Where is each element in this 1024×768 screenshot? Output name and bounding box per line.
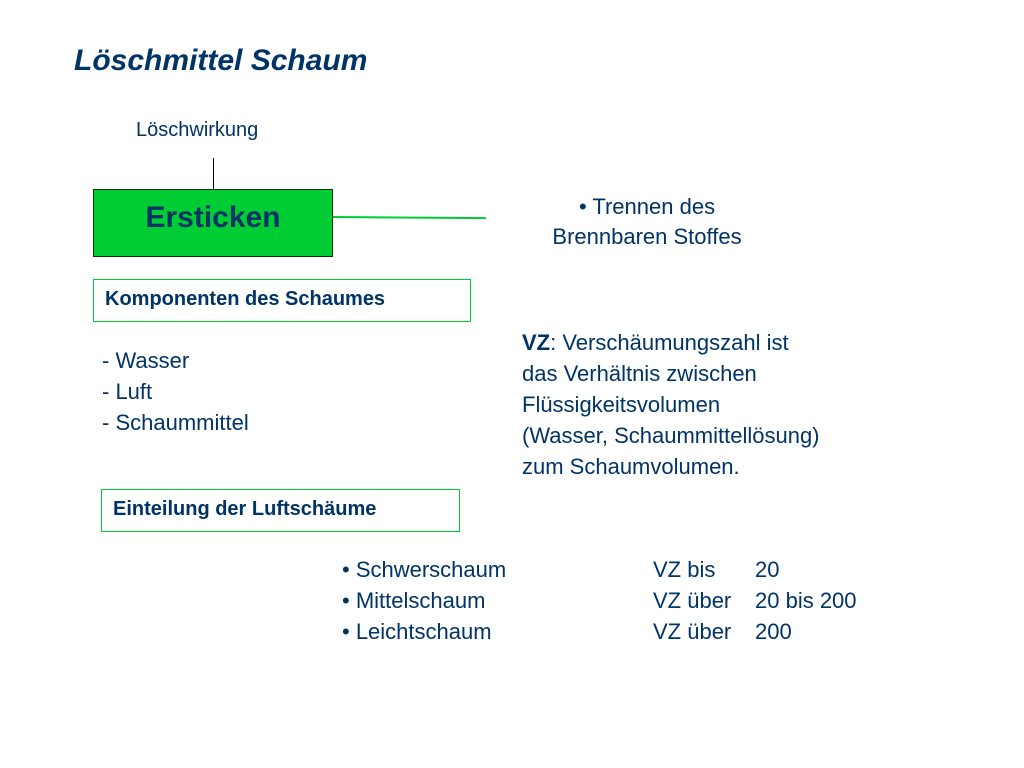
vz-definition: VZ: Verschäumungszahl ist das Verhältnis… — [522, 327, 820, 482]
vz-line-4: (Wasser, Schaummittellösung) — [522, 423, 820, 448]
table-row: • Mittelschaum VZ über 20 bis 200 — [342, 585, 857, 616]
foam-vz-value: 20 bis 200 — [755, 588, 857, 613]
classification-heading-box: Einteilung der Luftschäume — [101, 489, 460, 532]
table-row: • Leichtschaum VZ über 200 — [342, 616, 857, 647]
vz-line-5: zum Schaumvolumen. — [522, 454, 740, 479]
list-item: - Schaummittel — [102, 410, 249, 435]
foam-vz-value: 200 — [755, 619, 792, 644]
foam-vz-value: 20 — [755, 557, 780, 582]
foam-vz-label: VZ über — [653, 588, 732, 613]
subtitle-loeschwirkung: Löschwirkung — [136, 119, 259, 141]
vz-line-2: das Verhältnis zwischen — [522, 361, 757, 386]
classification-heading: Einteilung der Luftschäume — [113, 498, 377, 520]
list-item: - Wasser — [102, 348, 190, 373]
foam-classification-table: • Schwerschaum VZ bis 20 • Mittelschaum … — [342, 554, 857, 647]
vz-term: VZ — [522, 330, 551, 355]
effect-line-1: • Trennen des — [578, 194, 716, 219]
foam-name: • Leichtschaum — [342, 619, 492, 644]
foam-vz-label: VZ über — [653, 619, 732, 644]
list-item: - Luft — [102, 379, 153, 404]
connector-horizontal-line — [332, 216, 487, 220]
components-list: - Wasser - Luft - Schaummittel — [102, 345, 249, 438]
ersticken-label: Ersticken — [145, 201, 281, 234]
ersticken-box: Ersticken — [93, 189, 333, 257]
table-row: • Schwerschaum VZ bis 20 — [342, 554, 857, 585]
effect-line-2: Brennbaren Stoffes — [552, 224, 742, 249]
vz-line-1-rest: : Verschäumungszahl ist — [550, 330, 789, 355]
vz-line-3: Flüssigkeitsvolumen — [522, 392, 721, 417]
foam-name: • Mittelschaum — [342, 588, 486, 613]
slide-title: Löschmittel Schaum — [74, 44, 368, 77]
connector-vertical-line — [213, 158, 214, 190]
effect-description: • Trennen des Brennbaren Stoffes — [520, 192, 774, 252]
components-heading-box: Komponenten des Schaumes — [93, 279, 471, 322]
vz-line-1: VZ: Verschäumungszahl ist — [522, 327, 820, 358]
foam-vz-label: VZ bis — [653, 557, 716, 582]
components-heading: Komponenten des Schaumes — [105, 288, 386, 310]
foam-name: • Schwerschaum — [342, 557, 507, 582]
